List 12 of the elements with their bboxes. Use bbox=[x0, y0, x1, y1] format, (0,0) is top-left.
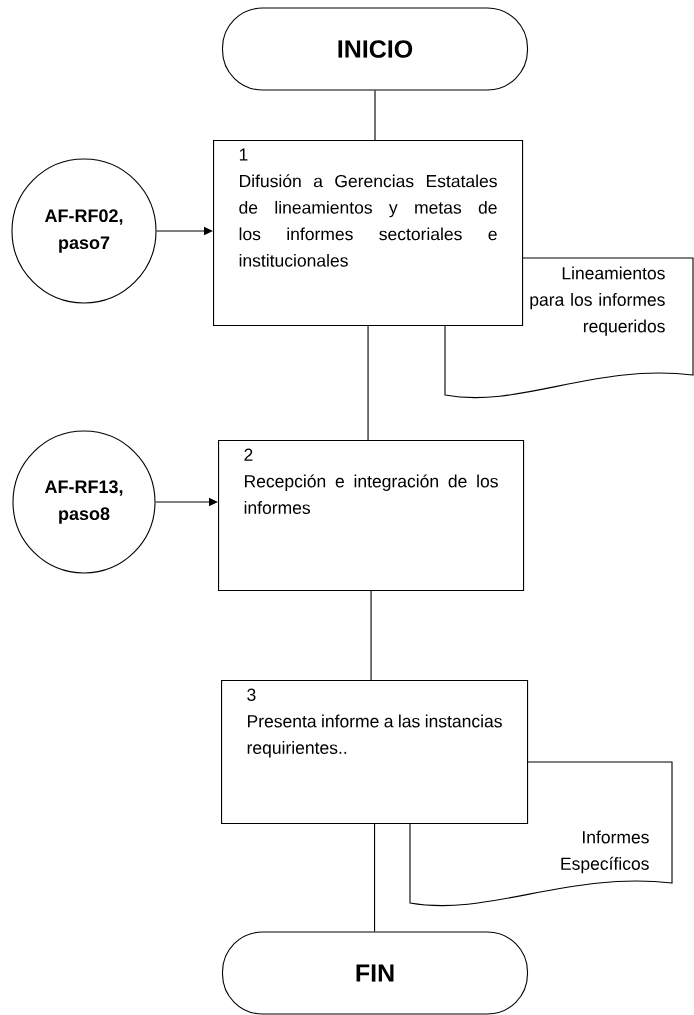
step-number: 2 bbox=[244, 448, 253, 461]
process-box bbox=[213, 140, 524, 327]
step-number: 3 bbox=[247, 688, 256, 701]
process-box bbox=[221, 680, 529, 825]
connector-line bbox=[367, 325, 369, 441]
step-description: Recepción e integración de los informes bbox=[244, 474, 498, 514]
step-description: Presenta informe a las instancias requirientes.. bbox=[247, 714, 502, 758]
step-number: 1 bbox=[239, 148, 248, 161]
process-box bbox=[218, 440, 525, 592]
connector-line bbox=[374, 823, 376, 932]
connector-line bbox=[370, 590, 372, 681]
connector-line bbox=[374, 90, 376, 141]
